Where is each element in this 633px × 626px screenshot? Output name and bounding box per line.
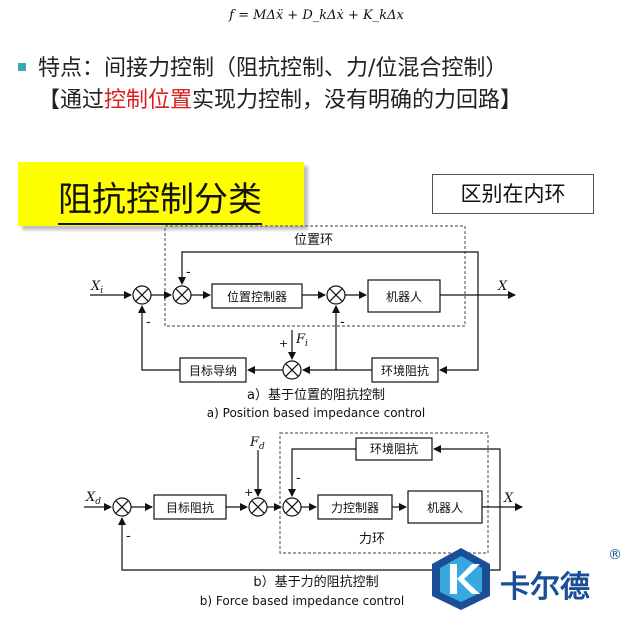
force-controller-label: 力控制器	[331, 501, 379, 515]
target-admittance-block	[179, 357, 247, 383]
difference-note: 区别在内环	[432, 174, 594, 214]
section-title: 阻抗控制分类	[58, 172, 262, 225]
target-impedance-label: 目标阻抗	[166, 500, 214, 515]
logo-name: 卡尔德	[500, 570, 590, 605]
environment-label-a: 环境阻抗	[381, 363, 429, 378]
sum-junction-a4	[282, 360, 302, 380]
input-xd-label: Xd	[85, 490, 101, 507]
position-controller-block	[211, 283, 303, 309]
output-x-label-a: X	[497, 279, 508, 294]
force-fi-label: Fi	[295, 332, 308, 349]
sum-junction-b3	[282, 497, 302, 517]
note-highlight: 控制位置	[104, 88, 193, 113]
position-loop-label: 位置环	[294, 233, 333, 248]
feature-note-line: 【通过控制位置实现力控制，没有明确的力回路】	[38, 82, 522, 114]
bullet-square	[18, 63, 26, 71]
input-xi-label: Xi	[90, 279, 103, 296]
note-suffix: 实现力控制，没有明确的力回路】	[192, 88, 523, 113]
target-admittance-label: 目标导纳	[189, 364, 237, 378]
minus-sign-a1: -	[186, 265, 191, 280]
sum-junction-a3	[326, 285, 346, 305]
output-x-label-b: X	[503, 491, 514, 506]
caption-cn-a: a）基于位置的阻抗控制	[247, 387, 385, 403]
minus-sign-b1: -	[296, 471, 301, 486]
environment-label-b: 环境阻抗	[370, 441, 418, 456]
sum-junction-b2	[248, 497, 268, 517]
registered-mark: ®	[608, 547, 622, 563]
force-loop-label: 力环	[359, 532, 385, 547]
environment-block-a	[371, 357, 439, 383]
minus-sign-b2: -	[126, 529, 131, 544]
position-loop-boundary	[164, 225, 466, 327]
minus-sign-a2: -	[146, 315, 151, 330]
minus-sign-a3: -	[340, 315, 345, 330]
force-loop-boundary	[279, 432, 489, 554]
sum-junction-b1	[112, 497, 132, 517]
position-controller-label: 位置控制器	[227, 289, 287, 304]
sum-junction-a2	[172, 285, 192, 305]
impedance-formula: f = MΔẍ + D_kΔẋ + K_kΔx	[229, 8, 404, 23]
robot-label-b: 机器人	[427, 501, 463, 515]
note-prefix: 【通过	[38, 88, 105, 113]
plus-sign-a: +	[279, 337, 288, 350]
robot-label-a: 机器人	[386, 290, 422, 304]
sum-junction-a1	[132, 285, 152, 305]
caption-cn-b: b）基于力的阻抗控制	[253, 574, 378, 590]
caption-en-a: a) Position based impedance control	[207, 406, 425, 420]
plus-sign-b: +	[244, 486, 253, 499]
caption-en-b: b) Force based impedance control	[200, 594, 404, 608]
feature-line: 特点：间接力控制（阻抗控制、力/位混合控制）	[38, 56, 508, 81]
robot-block-a	[367, 279, 441, 313]
kaerde-logo-icon	[432, 548, 490, 610]
title-highlight	[18, 162, 304, 226]
force-fd-label: Fd	[249, 435, 265, 452]
